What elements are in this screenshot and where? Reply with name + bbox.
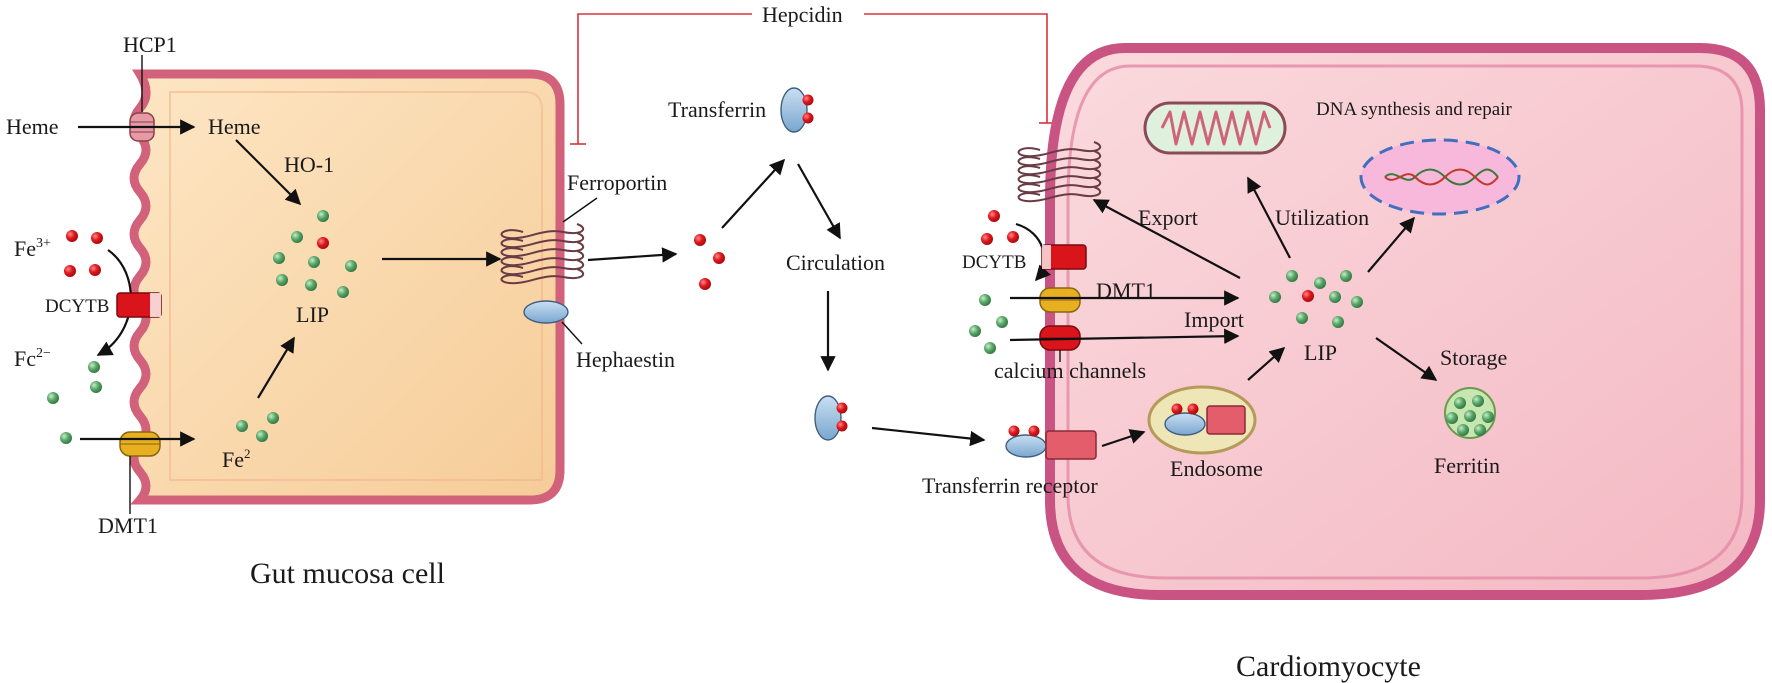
hepcidin-label: Hepcidin [762, 2, 843, 27]
cardio-caption: Cardiomyocyte [1236, 650, 1421, 683]
dmt1-gut-label: DMT1 [98, 513, 158, 538]
dna-label: DNA synthesis and repair [1316, 99, 1512, 120]
endosome-label: Endosome [1170, 456, 1263, 481]
gut-cell-membrane-inner [169, 91, 543, 481]
ho1-label: HO-1 [284, 152, 334, 177]
lip-to-mitochondrion-arrow [1247, 176, 1291, 259]
dna-nucleus [1359, 138, 1521, 216]
heme-outside-label: Heme [6, 114, 59, 139]
fe2-inside-ions [236, 412, 279, 442]
ferritin-sphere [1444, 387, 1496, 439]
hephaestin-pointer [561, 321, 583, 345]
fe2-inside-label: Fe2 [222, 446, 251, 472]
cardio-fe2-ions [969, 294, 1008, 354]
import-label: Import [1184, 307, 1244, 332]
lip-to-export-arrow [1092, 199, 1241, 279]
calcium-channels-label: calcium channels [994, 358, 1146, 383]
dcytb-cardio-label: DCYTB [962, 252, 1026, 273]
hephaestin-label: Hephaestin [576, 347, 675, 372]
lip-to-nucleus-arrow [1367, 216, 1415, 273]
gut-lip-label: LIP [296, 302, 329, 327]
dcytb-cardio-transporter [1041, 244, 1087, 270]
cardio-lip-iron-pool [1269, 270, 1363, 328]
cardio-cell-membrane-inner [1066, 64, 1744, 580]
calcium-import-arrow [1009, 328, 1240, 344]
fe3-label: Fe3+ [14, 236, 51, 261]
fe2-to-lip-arrow [257, 336, 295, 399]
hcp1-label: HCP1 [123, 32, 177, 57]
export-to-plasma-arrow [587, 247, 678, 263]
dcytb-gut-transporter [116, 292, 162, 318]
fe2-outside-label: Fc2− [14, 346, 51, 371]
gut-lip-iron-pool [273, 210, 357, 298]
transferrin-label: Transferrin [668, 97, 766, 122]
ferroportin-label: Ferroportin [567, 170, 667, 195]
heme-to-lip-arrow [235, 139, 302, 206]
ferroportin-pointer [562, 197, 598, 223]
gut-caption: Gut mucosa cell [250, 557, 445, 590]
dmt1-cardio-label: DMT1 [1096, 278, 1156, 303]
circulation-label: Circulation [786, 250, 885, 275]
endosome-to-lip-arrow [1247, 346, 1286, 381]
transferrin-to-circulation-arrow [797, 163, 841, 240]
cardio-fe3-ions [981, 210, 1019, 245]
transferrin-circulating [814, 395, 848, 441]
mitochondrion [1143, 101, 1287, 155]
fe2-outside-ions [47, 361, 102, 444]
transferrin-receptor-label: Transferrin receptor [922, 473, 1098, 498]
fe3-ions [64, 230, 103, 277]
gut-mucosa-cell [129, 69, 565, 505]
transferrin-loaded [780, 87, 814, 133]
fe-to-transferrin-arrow [721, 158, 786, 229]
gut-cell-membrane [129, 69, 565, 505]
plasma-fe3-ions [694, 234, 725, 290]
hephaestin-protein [523, 300, 569, 324]
cardiomyocyte-cell [1045, 43, 1765, 600]
utilization-label: Utilization [1275, 205, 1369, 230]
dcytb-gut-label: DCYTB [45, 296, 109, 317]
transferrin-to-receptor-arrow [871, 426, 986, 447]
dmt1-gut-transporter [119, 431, 161, 457]
lip-to-storage-arrow [1375, 337, 1438, 381]
endosome [1147, 385, 1257, 455]
storage-label: Storage [1440, 345, 1507, 370]
heme-inside-label: Heme [208, 114, 261, 139]
dmt1-cardio-transporter [1039, 287, 1081, 313]
transferrin-receptor [1005, 425, 1097, 460]
receptor-to-endosome-arrow [1101, 429, 1146, 448]
hepcidin-inhibition [570, 13, 1055, 145]
export-label: Export [1138, 205, 1198, 230]
cardio-lip-label: LIP [1304, 340, 1337, 365]
cardio-cell-membrane [1045, 43, 1765, 600]
ferritin-label: Ferritin [1434, 453, 1500, 478]
